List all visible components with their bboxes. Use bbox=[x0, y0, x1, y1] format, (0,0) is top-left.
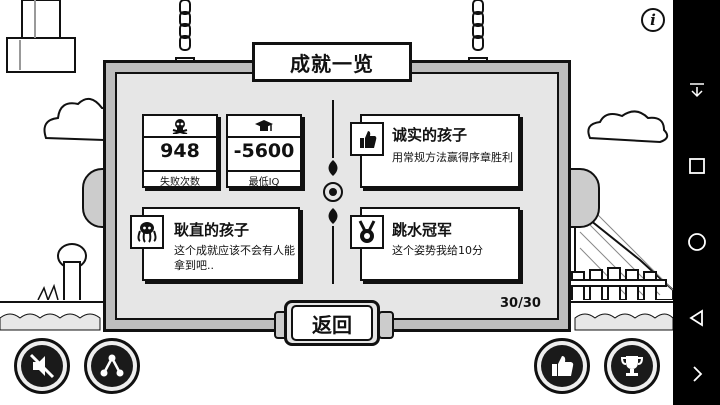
graduation-cap-icon bbox=[228, 116, 300, 138]
back-button-right-cap bbox=[378, 311, 394, 339]
achievement-counter: 30/30 bbox=[500, 296, 541, 311]
circle-icon bbox=[687, 233, 706, 251]
achievement-desc: 这个姿势我给10分 bbox=[392, 244, 483, 257]
back-button-label: 返回 bbox=[312, 312, 352, 337]
stat-value: -5600 bbox=[233, 140, 295, 162]
achievement-desc: 这个成就应该不会有人能拿到吧.. bbox=[174, 244, 295, 272]
medal-icon bbox=[350, 215, 384, 249]
achievement-card[interactable]: 耿直的孩子 这个成就应该不会有人能拿到吧.. bbox=[142, 207, 300, 281]
back-button[interactable]: 返回 bbox=[284, 300, 380, 346]
panel-title-plaque: 成就一览 bbox=[252, 42, 412, 82]
achievement-title: 诚实的孩子 bbox=[392, 126, 468, 144]
achievement-card[interactable]: 跳水冠军 这个姿势我给10分 bbox=[360, 207, 520, 281]
stat-box-failures: 948 失败次数 bbox=[142, 114, 218, 188]
pulldown-arrow-icon bbox=[689, 83, 704, 98]
stat-box-min-iq: -5600 最低IQ bbox=[226, 114, 302, 188]
nav-more-button[interactable] bbox=[673, 354, 720, 394]
system-nav-bar bbox=[673, 0, 720, 405]
thumbs-up-icon bbox=[350, 122, 384, 156]
achievement-title: 跳水冠军 bbox=[392, 221, 453, 239]
thumbs-up-icon bbox=[552, 356, 574, 376]
skull-icon bbox=[144, 116, 216, 138]
back-nav-button[interactable] bbox=[673, 298, 720, 338]
mute-button[interactable] bbox=[14, 338, 70, 394]
info-icon: i bbox=[650, 11, 656, 29]
stat-value: 948 bbox=[160, 140, 200, 162]
ornament-icon bbox=[320, 158, 346, 226]
trophy-button[interactable] bbox=[604, 338, 660, 394]
share-button[interactable] bbox=[84, 338, 140, 394]
square-icon bbox=[688, 158, 705, 174]
achievement-card[interactable]: 诚实的孩子 用常规方法赢得序章胜利 bbox=[360, 114, 520, 188]
pipe-decoration bbox=[6, 0, 76, 73]
recent-apps-button[interactable] bbox=[673, 146, 720, 186]
panel-title: 成就一览 bbox=[290, 51, 374, 76]
info-button[interactable]: i bbox=[641, 8, 665, 32]
fence-decoration bbox=[565, 267, 667, 305]
achievement-title: 耿直的孩子 bbox=[174, 221, 250, 239]
triangle-back-icon bbox=[688, 309, 703, 327]
home-button[interactable] bbox=[673, 222, 720, 262]
notification-pulldown-button[interactable] bbox=[673, 70, 720, 110]
achievement-desc: 用常规方法赢得序章胜利 bbox=[392, 151, 513, 164]
post-decoration bbox=[57, 243, 87, 303]
like-button[interactable] bbox=[534, 338, 590, 394]
share-icon bbox=[100, 354, 124, 377]
trophy-icon bbox=[620, 356, 644, 376]
octopus-icon bbox=[130, 215, 164, 249]
stat-label: 最低IQ bbox=[248, 177, 280, 188]
cloud-decoration bbox=[587, 110, 669, 144]
chevron-right-icon bbox=[692, 366, 702, 382]
speaker-muted-icon bbox=[29, 353, 55, 379]
stat-label: 失败次数 bbox=[160, 177, 200, 188]
